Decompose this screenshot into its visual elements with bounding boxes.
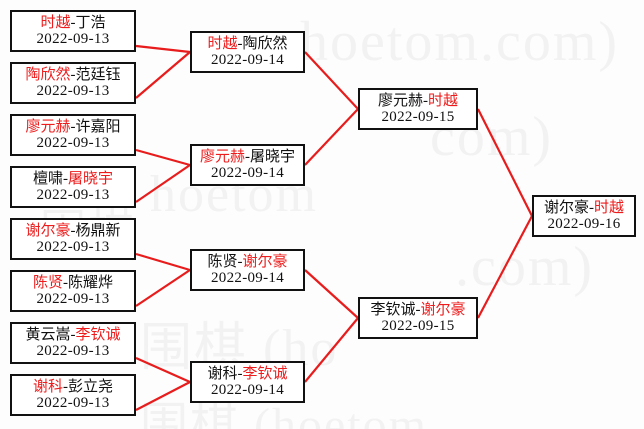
player-loser: 廖元赫 — [377, 92, 423, 109]
match-box[interactable]: 谢科-彭立尧 2022-09-13 — [10, 374, 136, 416]
player-winner: 李钦诚 — [242, 365, 288, 382]
match-players: 廖元赫-许嘉阳 — [25, 118, 121, 135]
player-winner: 谢尔豪 — [25, 222, 71, 239]
match-date: 2022-09-13 — [36, 395, 110, 411]
player-winner: 时越 — [207, 35, 238, 52]
player-loser: 陶欣然 — [242, 35, 288, 52]
player-loser: 陈贤 — [207, 253, 238, 270]
match-players: 时越-丁浩 — [40, 14, 106, 31]
player-winner: 陈贤 — [32, 274, 63, 291]
match-box[interactable]: 陈贤-谢尔豪 2022-09-14 — [190, 249, 305, 291]
match-box[interactable]: 廖元赫-时越 2022-09-15 — [358, 88, 478, 130]
player-loser: 杨鼎新 — [75, 222, 121, 239]
match-date: 2022-09-14 — [211, 382, 284, 398]
player-winner: 廖元赫 — [199, 148, 245, 165]
match-players: 谢尔豪-时越 — [543, 199, 625, 216]
match-box[interactable]: 黄云嵩-李钦诚 2022-09-13 — [10, 322, 136, 364]
match-box[interactable]: 陶欣然-范廷钰 2022-09-13 — [10, 62, 136, 104]
match-box[interactable]: 陈贤-陈耀烨 2022-09-13 — [10, 270, 136, 312]
match-box[interactable]: 廖元赫-屠晓宇 2022-09-14 — [190, 144, 305, 186]
match-players: 谢科-彭立尧 — [32, 378, 114, 395]
player-loser: 陈耀烨 — [68, 274, 114, 291]
match-date: 2022-09-13 — [36, 83, 110, 99]
match-box[interactable]: 时越-陶欣然 2022-09-14 — [190, 31, 305, 73]
match-players: 檀啸-屠晓宇 — [32, 170, 114, 187]
watermark-text: hoetom.com) — [300, 11, 620, 73]
match-players: 李钦诚-谢尔豪 — [370, 301, 466, 318]
match-players: 陶欣然-范廷钰 — [25, 66, 121, 83]
match-date: 2022-09-13 — [36, 239, 110, 255]
match-date: 2022-09-13 — [36, 187, 110, 203]
player-winner: 时越 — [428, 92, 459, 109]
match-date: 2022-09-14 — [211, 270, 284, 286]
player-winner: 屠晓宇 — [68, 170, 114, 187]
player-loser: 谢科 — [207, 365, 238, 382]
player-winner: 谢科 — [32, 378, 63, 395]
player-loser: 范廷钰 — [75, 66, 121, 83]
match-date: 2022-09-13 — [36, 31, 110, 47]
player-loser: 谢尔豪 — [543, 199, 589, 216]
match-players: 谢尔豪-杨鼎新 — [25, 222, 121, 239]
match-box[interactable]: 时越-丁浩 2022-09-13 — [10, 10, 136, 52]
match-box[interactable]: 谢科-李钦诚 2022-09-14 — [190, 361, 305, 403]
player-loser: 黄云嵩 — [25, 326, 71, 343]
match-players: 陈贤-陈耀烨 — [32, 274, 114, 291]
player-winner: 谢尔豪 — [420, 301, 466, 318]
watermark-text: .com) — [455, 236, 595, 298]
match-date: 2022-09-14 — [211, 165, 284, 181]
match-box[interactable]: 李钦诚-谢尔豪 2022-09-15 — [358, 297, 478, 339]
player-loser: 李钦诚 — [370, 301, 416, 318]
player-loser: 檀啸 — [32, 170, 63, 187]
match-date: 2022-09-13 — [36, 343, 110, 359]
match-players: 时越-陶欣然 — [207, 35, 288, 52]
match-date: 2022-09-16 — [547, 216, 621, 232]
player-winner: 廖元赫 — [25, 118, 71, 135]
match-players: 黄云嵩-李钦诚 — [25, 326, 121, 343]
match-date: 2022-09-15 — [381, 318, 455, 334]
player-winner: 陶欣然 — [25, 66, 71, 83]
match-date: 2022-09-13 — [36, 135, 110, 151]
match-box[interactable]: 谢尔豪-杨鼎新 2022-09-13 — [10, 218, 136, 260]
player-loser: 丁浩 — [75, 14, 106, 31]
match-players: 廖元赫-屠晓宇 — [199, 148, 296, 165]
player-winner: 时越 — [40, 14, 71, 31]
match-box[interactable]: 廖元赫-许嘉阳 2022-09-13 — [10, 114, 136, 156]
player-winner: 谢尔豪 — [242, 253, 288, 270]
player-winner: 李钦诚 — [75, 326, 121, 343]
match-players: 廖元赫-时越 — [377, 92, 459, 109]
player-loser: 许嘉阳 — [75, 118, 121, 135]
match-date: 2022-09-13 — [36, 291, 110, 307]
player-winner: 时越 — [594, 199, 625, 216]
match-players: 谢科-李钦诚 — [207, 365, 288, 382]
player-loser: 屠晓宇 — [250, 148, 296, 165]
match-box-final[interactable]: 谢尔豪-时越 2022-09-16 — [532, 195, 636, 237]
player-loser: 彭立尧 — [68, 378, 114, 395]
match-date: 2022-09-15 — [381, 109, 455, 125]
match-box[interactable]: 檀啸-屠晓宇 2022-09-13 — [10, 166, 136, 208]
match-players: 陈贤-谢尔豪 — [207, 253, 288, 270]
match-date: 2022-09-14 — [211, 52, 284, 68]
